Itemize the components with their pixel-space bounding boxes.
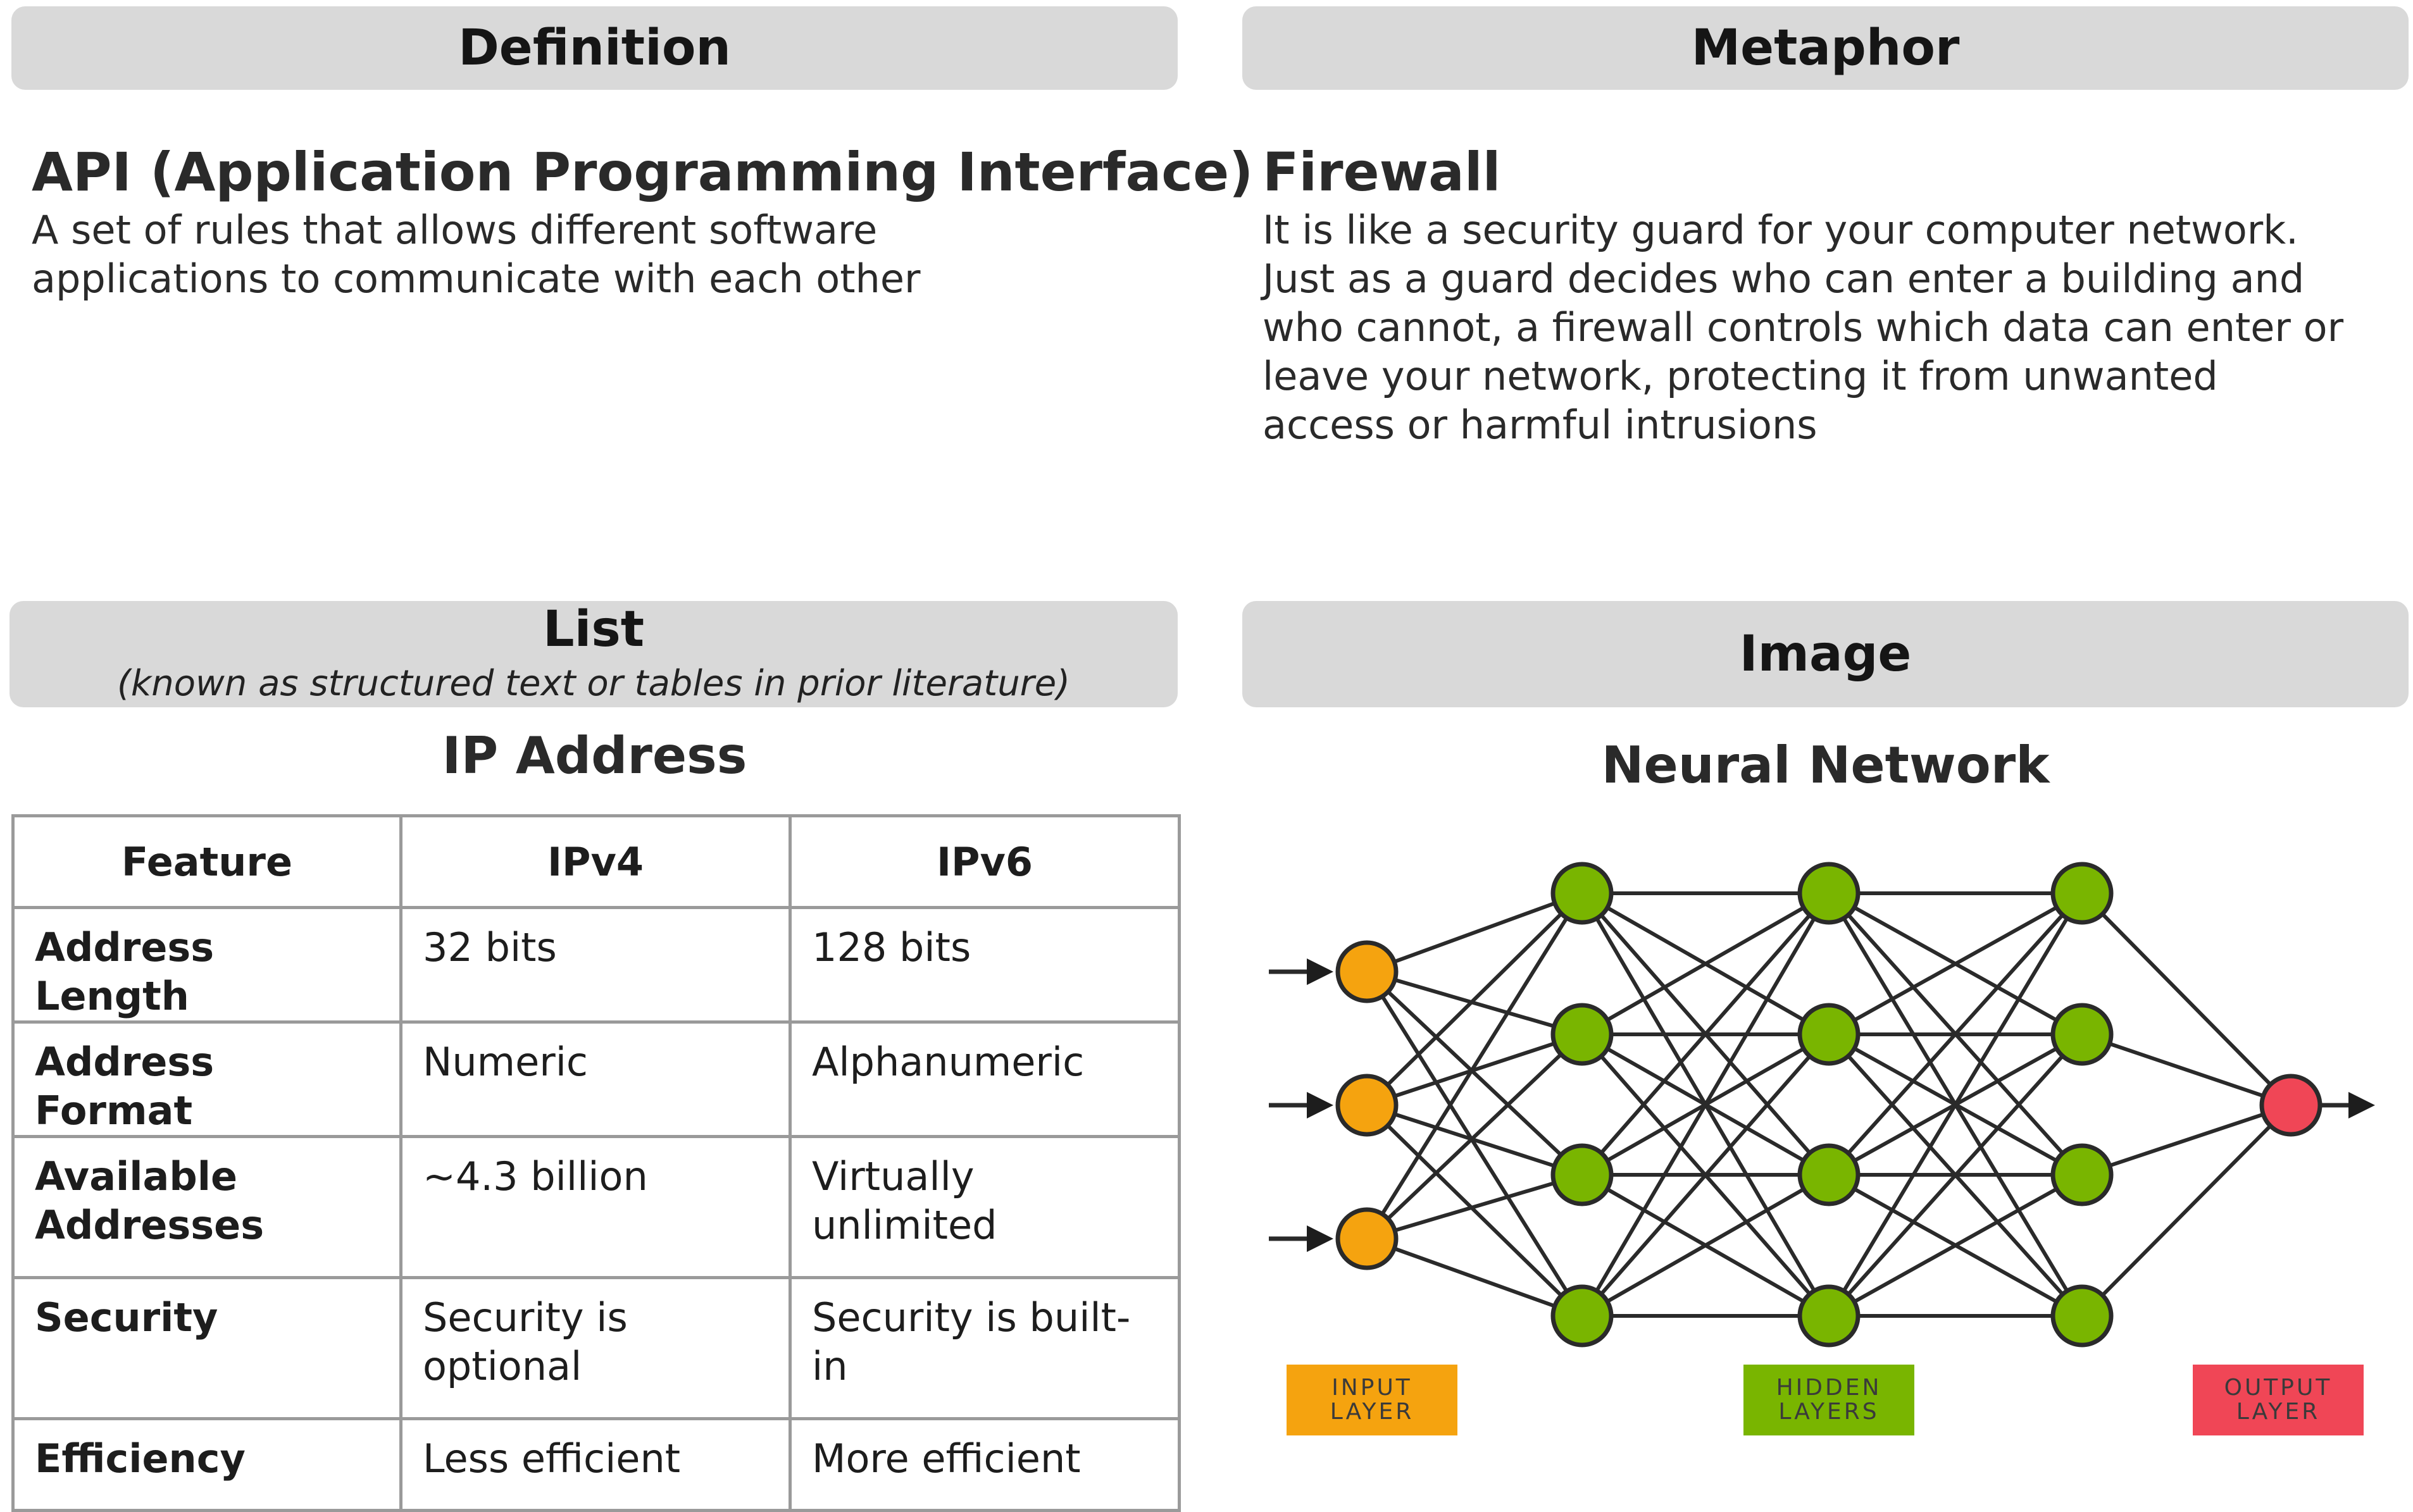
- hidden-node: [2050, 1143, 2114, 1206]
- output-node: [2259, 1074, 2323, 1137]
- column-header-ipv4: IPv4: [399, 814, 792, 909]
- table-cell-ipv4: Numeric: [399, 1020, 792, 1138]
- connection-line: [1365, 970, 1584, 1177]
- connection-line: [1827, 891, 2084, 1177]
- table-cell-feature: Address Length: [11, 906, 402, 1024]
- hidden-node: [1550, 1284, 1614, 1348]
- connection-line: [1580, 892, 1831, 1176]
- connection-line: [1581, 891, 1830, 1036]
- image-header-title: Image: [1739, 626, 1912, 683]
- hidden-node: [1797, 862, 1861, 925]
- connection-line: [1365, 970, 1584, 1317]
- list-header-subtitle: (known as structured text or tables in p…: [116, 662, 1071, 704]
- neural-network-title: Neural Network: [1601, 736, 2050, 795]
- connection-line: [1366, 1032, 1583, 1107]
- hidden-node: [1550, 1143, 1614, 1206]
- connection-line: [1366, 891, 1583, 974]
- definition-header: Definition: [11, 6, 1178, 90]
- metaphor-header: Metaphor: [1242, 6, 2409, 90]
- connection-line: [1580, 1033, 1831, 1317]
- table-cell-ipv4: 32 bits: [399, 906, 792, 1024]
- definition-text: A set of rules that allows different sof…: [32, 207, 921, 302]
- table-cell-ipv4: Security is optional: [399, 1276, 792, 1420]
- table-cell-feature: Security: [11, 1276, 402, 1420]
- connection-line: [1366, 1237, 1583, 1318]
- connection-line: [1581, 1173, 1830, 1318]
- connection-line: [1366, 970, 1583, 1036]
- table-cell-ipv6: Security is built-in: [789, 1276, 1181, 1420]
- input-layer-label: INPUT LAYER: [1287, 1365, 1457, 1435]
- output-layer-label: OUTPUT LAYER: [2193, 1365, 2364, 1435]
- connection-line: [1366, 1103, 1583, 1177]
- hidden-node: [1797, 1003, 1861, 1066]
- hidden-node: [2050, 1003, 2114, 1066]
- table-row: Security Security is optional Security i…: [11, 1276, 1181, 1420]
- connection-line: [1828, 891, 2083, 1036]
- table-cell-ipv4: Less efficient: [399, 1417, 792, 1512]
- hidden-node: [1797, 1284, 1861, 1348]
- input-node: [1335, 1207, 1399, 1270]
- metaphor-term: Firewall: [1263, 141, 1501, 203]
- connection-line: [1827, 1032, 2084, 1318]
- table-header-row: Feature IPv4 IPv6: [11, 814, 1181, 909]
- table-row: Efficiency Less efficient More efficient: [11, 1417, 1181, 1512]
- ip-address-title: IP Address: [442, 726, 747, 785]
- hidden-node: [2050, 1284, 2114, 1348]
- connection-line: [1365, 892, 1584, 1240]
- connection-line: [1365, 1032, 1584, 1241]
- definition-header-title: Definition: [458, 20, 731, 77]
- hidden-layers-label: HIDDEN LAYERS: [1743, 1365, 1914, 1435]
- connection-line: [2081, 1103, 2291, 1177]
- table-cell-feature: Address Format: [11, 1020, 402, 1138]
- table-row: Address Length 32 bits 128 bits: [11, 906, 1181, 1024]
- list-header: List (known as structured text or tables…: [9, 601, 1178, 707]
- connection-line: [1365, 891, 1584, 1107]
- connection-line: [1828, 1173, 2083, 1318]
- connection-line: [2081, 1032, 2291, 1107]
- column-header-ipv6: IPv6: [789, 814, 1181, 909]
- neural-network-diagram: [1269, 862, 2375, 1348]
- ip-comparison-table: Feature IPv4 IPv6 Address Length 32 bits…: [11, 814, 1181, 1512]
- column-header-feature: Feature: [11, 814, 402, 909]
- connection-line: [1580, 892, 1831, 1317]
- input-node: [1335, 940, 1399, 1003]
- table-cell-feature: Available Addresses: [11, 1135, 402, 1279]
- hidden-node: [1550, 1003, 1614, 1066]
- table-row: Address Format Numeric Alphanumeric: [11, 1020, 1181, 1138]
- table-cell-ipv4: ~4.3 billion: [399, 1135, 792, 1279]
- hidden-node: [1550, 862, 1614, 925]
- table-cell-ipv6: 128 bits: [789, 906, 1181, 1024]
- metaphor-header-title: Metaphor: [1691, 20, 1960, 77]
- connection-line: [1365, 1103, 1584, 1318]
- connection-line: [1827, 892, 2084, 1317]
- table-row: Available Addresses ~4.3 billion Virtual…: [11, 1135, 1181, 1279]
- table-cell-feature: Efficiency: [11, 1417, 402, 1512]
- definition-term: API (Application Programming Interface): [32, 141, 1254, 203]
- table-cell-ipv6: More efficient: [789, 1417, 1181, 1512]
- table-cell-ipv6: Alphanumeric: [789, 1020, 1181, 1138]
- connection-line: [2080, 1103, 2293, 1318]
- list-header-title: List: [542, 600, 645, 658]
- hidden-node: [2050, 862, 2114, 925]
- hidden-node: [1797, 1143, 1861, 1206]
- connection-line: [2080, 891, 2293, 1107]
- table-cell-ipv6: Virtually unlimited: [789, 1135, 1181, 1279]
- connection-line: [1366, 1173, 1583, 1241]
- input-node: [1335, 1074, 1399, 1137]
- image-header: Image: [1242, 601, 2409, 707]
- metaphor-text: It is like a security guard for your com…: [1263, 207, 2344, 448]
